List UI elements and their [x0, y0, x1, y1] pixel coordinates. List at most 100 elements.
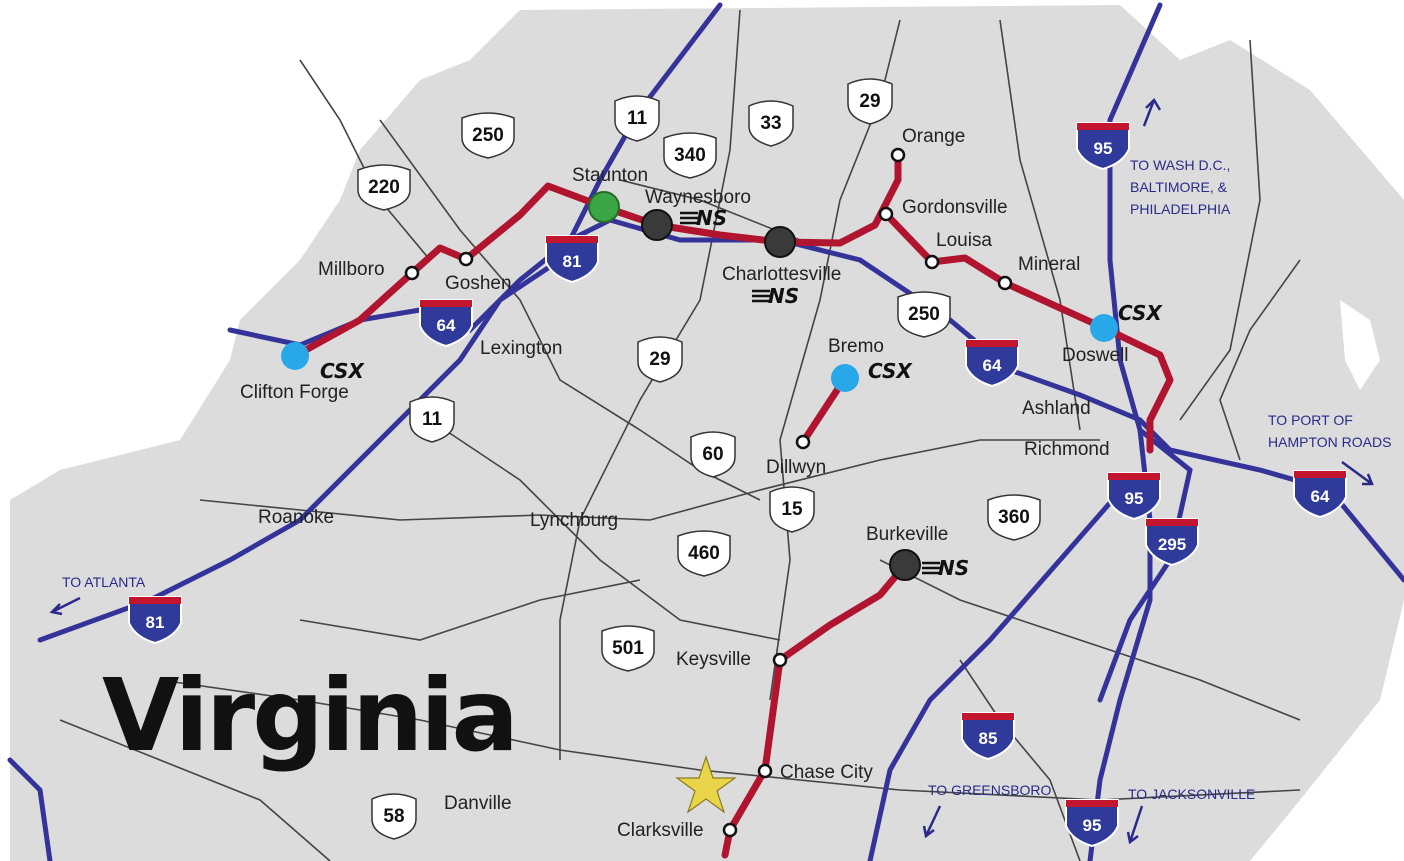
city-label-waynesboro: Waynesboro: [645, 187, 751, 208]
railroad-logo-ns-charlottesville: NS: [752, 284, 799, 308]
svg-text:64: 64: [437, 316, 456, 335]
city-marker-cliftonforge: [281, 342, 309, 370]
city-marker-clarksville: [722, 822, 738, 838]
railroad-logos: CSX CSX CSX NS NS NS: [320, 206, 1163, 580]
city-label-dillwyn: Dillwyn: [766, 457, 826, 478]
city-marker-burkeville: [889, 549, 921, 581]
city-label-louisa: Louisa: [936, 230, 992, 251]
destination-star: [675, 755, 737, 814]
svg-text:NS: NS: [696, 206, 727, 230]
interstate-shield-95: 95: [1107, 472, 1161, 521]
svg-text:11: 11: [627, 108, 648, 129]
us-route-shield-501: 501: [601, 625, 655, 672]
us-route-shields: 11 340 33 29 250 220 29 250 11 60 15 360 460 501 58: [357, 78, 1041, 840]
state-title: Virginia: [102, 657, 516, 774]
svg-text:11: 11: [422, 409, 443, 430]
interstate-shield-85: 85: [961, 712, 1015, 761]
svg-text:NS: NS: [768, 284, 799, 308]
city-label-lexington: Lexington: [480, 338, 562, 359]
city-label-charlottesville: Charlottesville: [722, 264, 841, 285]
note-atlanta: TO ATLANTA: [62, 574, 146, 590]
interstate-shield-64: 64: [1293, 470, 1347, 519]
city-marker-charlottesville: [764, 226, 796, 258]
note-wash-dc-1: BALTIMORE, &: [1130, 179, 1228, 195]
interstate-shield-64: 64: [419, 299, 473, 348]
direction-arrows: [49, 97, 1374, 845]
svg-text:81: 81: [146, 613, 165, 632]
east-peninsula: [1340, 300, 1380, 390]
railroad-logo-csx-doswell: CSX: [1118, 301, 1163, 325]
svg-text:15: 15: [781, 499, 803, 520]
svg-text:220: 220: [368, 177, 400, 198]
svg-text:340: 340: [674, 145, 706, 166]
railroad-logo-csx-bremo: CSX: [868, 359, 913, 383]
us-route-shield-220: 220: [357, 164, 411, 211]
svg-text:295: 295: [1158, 535, 1186, 554]
us-route-shield-250: 250: [897, 291, 951, 338]
city-label-gordonsville: Gordonsville: [902, 197, 1008, 218]
city-label-danville: Danville: [444, 793, 512, 814]
note-greensboro: TO GREENSBORO: [928, 782, 1052, 798]
city-marker-dillwyn: [795, 434, 811, 450]
city-label-goshen: Goshen: [445, 273, 512, 294]
city-marker-goshen: [458, 251, 474, 267]
svg-text:29: 29: [859, 91, 880, 112]
city-label-burkeville: Burkeville: [866, 524, 948, 545]
svg-text:60: 60: [702, 444, 723, 465]
note-wash-dc-2: PHILADELPHIA: [1130, 201, 1231, 217]
us-route-shield-33: 33: [748, 100, 794, 147]
city-marker-bremo: [831, 364, 859, 392]
city-marker-chasecity: [757, 763, 773, 779]
city-label-staunton: Staunton: [572, 165, 648, 186]
svg-text:64: 64: [983, 356, 1002, 375]
us-route-shield-29: 29: [637, 336, 683, 383]
direction-notes: TO WASH D.C.,BALTIMORE, &PHILADELPHIATO …: [62, 157, 1391, 802]
railroad-logo-ns-waynesboro: NS: [680, 206, 727, 230]
svg-text:CSX: CSX: [1118, 301, 1163, 325]
city-marker-waynesboro: [641, 209, 673, 241]
city-label-richmond: Richmond: [1024, 439, 1110, 460]
svg-text:95: 95: [1125, 489, 1144, 508]
svg-text:95: 95: [1083, 816, 1102, 835]
note-jacksonville: TO JACKSONVILLE: [1128, 786, 1255, 802]
railroad-logo-csx-cliftonforge: CSX: [320, 359, 365, 383]
city-label-bremo: Bremo: [828, 336, 884, 357]
us-route-shield-340: 340: [663, 132, 717, 179]
city-marker-gordonsville: [878, 206, 894, 222]
svg-text:NS: NS: [938, 556, 969, 580]
svg-text:CSX: CSX: [320, 359, 365, 383]
city-marker-staunton: [588, 191, 620, 223]
svg-text:58: 58: [383, 806, 404, 827]
city-label-cliftonforge: Clifton Forge: [240, 382, 349, 403]
svg-text:460: 460: [688, 543, 720, 564]
city-marker-millboro: [404, 265, 420, 281]
railroad-logo-ns-burkeville: NS: [922, 556, 969, 580]
city-label-clarksville: Clarksville: [617, 820, 704, 841]
us-route-shield-360: 360: [987, 494, 1041, 541]
city-label-millboro: Millboro: [318, 259, 385, 280]
svg-text:250: 250: [908, 304, 940, 325]
city-label-ashland: Ashland: [1022, 398, 1091, 419]
city-label-orange: Orange: [902, 126, 965, 147]
note-hampton-roads-1: HAMPTON ROADS: [1268, 434, 1391, 450]
note-hampton-roads-0: TO PORT OF: [1268, 412, 1353, 428]
city-marker-mineral: [997, 275, 1013, 291]
city-marker-orange: [890, 147, 906, 163]
svg-text:501: 501: [612, 638, 644, 659]
svg-text:85: 85: [979, 729, 998, 748]
us-route-shield-250: 250: [461, 112, 515, 159]
city-label-mineral: Mineral: [1018, 254, 1080, 275]
city-marker-keysville: [772, 652, 788, 668]
interstate-shield-81: 81: [128, 596, 182, 645]
city-marker-doswell: [1090, 314, 1118, 342]
us-route-shield-15: 15: [769, 486, 815, 533]
us-route-shield-11: 11: [409, 396, 455, 443]
us-route-shield-58: 58: [371, 793, 417, 840]
svg-text:81: 81: [563, 252, 582, 271]
svg-text:250: 250: [472, 125, 504, 146]
city-label-chasecity: Chase City: [780, 762, 873, 783]
city-marker-louisa: [924, 254, 940, 270]
